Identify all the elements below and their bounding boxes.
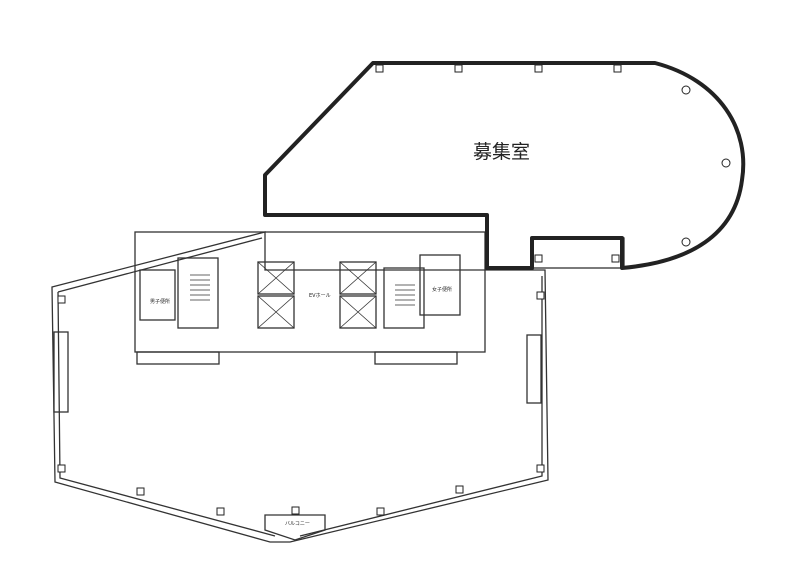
balcony-label: バルコニー bbox=[285, 521, 310, 527]
elevator-hall-label: EVホール bbox=[309, 293, 331, 299]
recruiting-room-outline bbox=[263, 61, 746, 270]
womens-toilet-label: 女子便所 bbox=[432, 287, 453, 293]
mens-toilet-label: 男子便所 bbox=[150, 299, 171, 305]
core-area bbox=[134, 231, 486, 353]
balcony bbox=[264, 514, 326, 541]
recruiting-room-label: 募集室 bbox=[473, 141, 531, 163]
lower-floor-outline bbox=[51, 231, 549, 543]
